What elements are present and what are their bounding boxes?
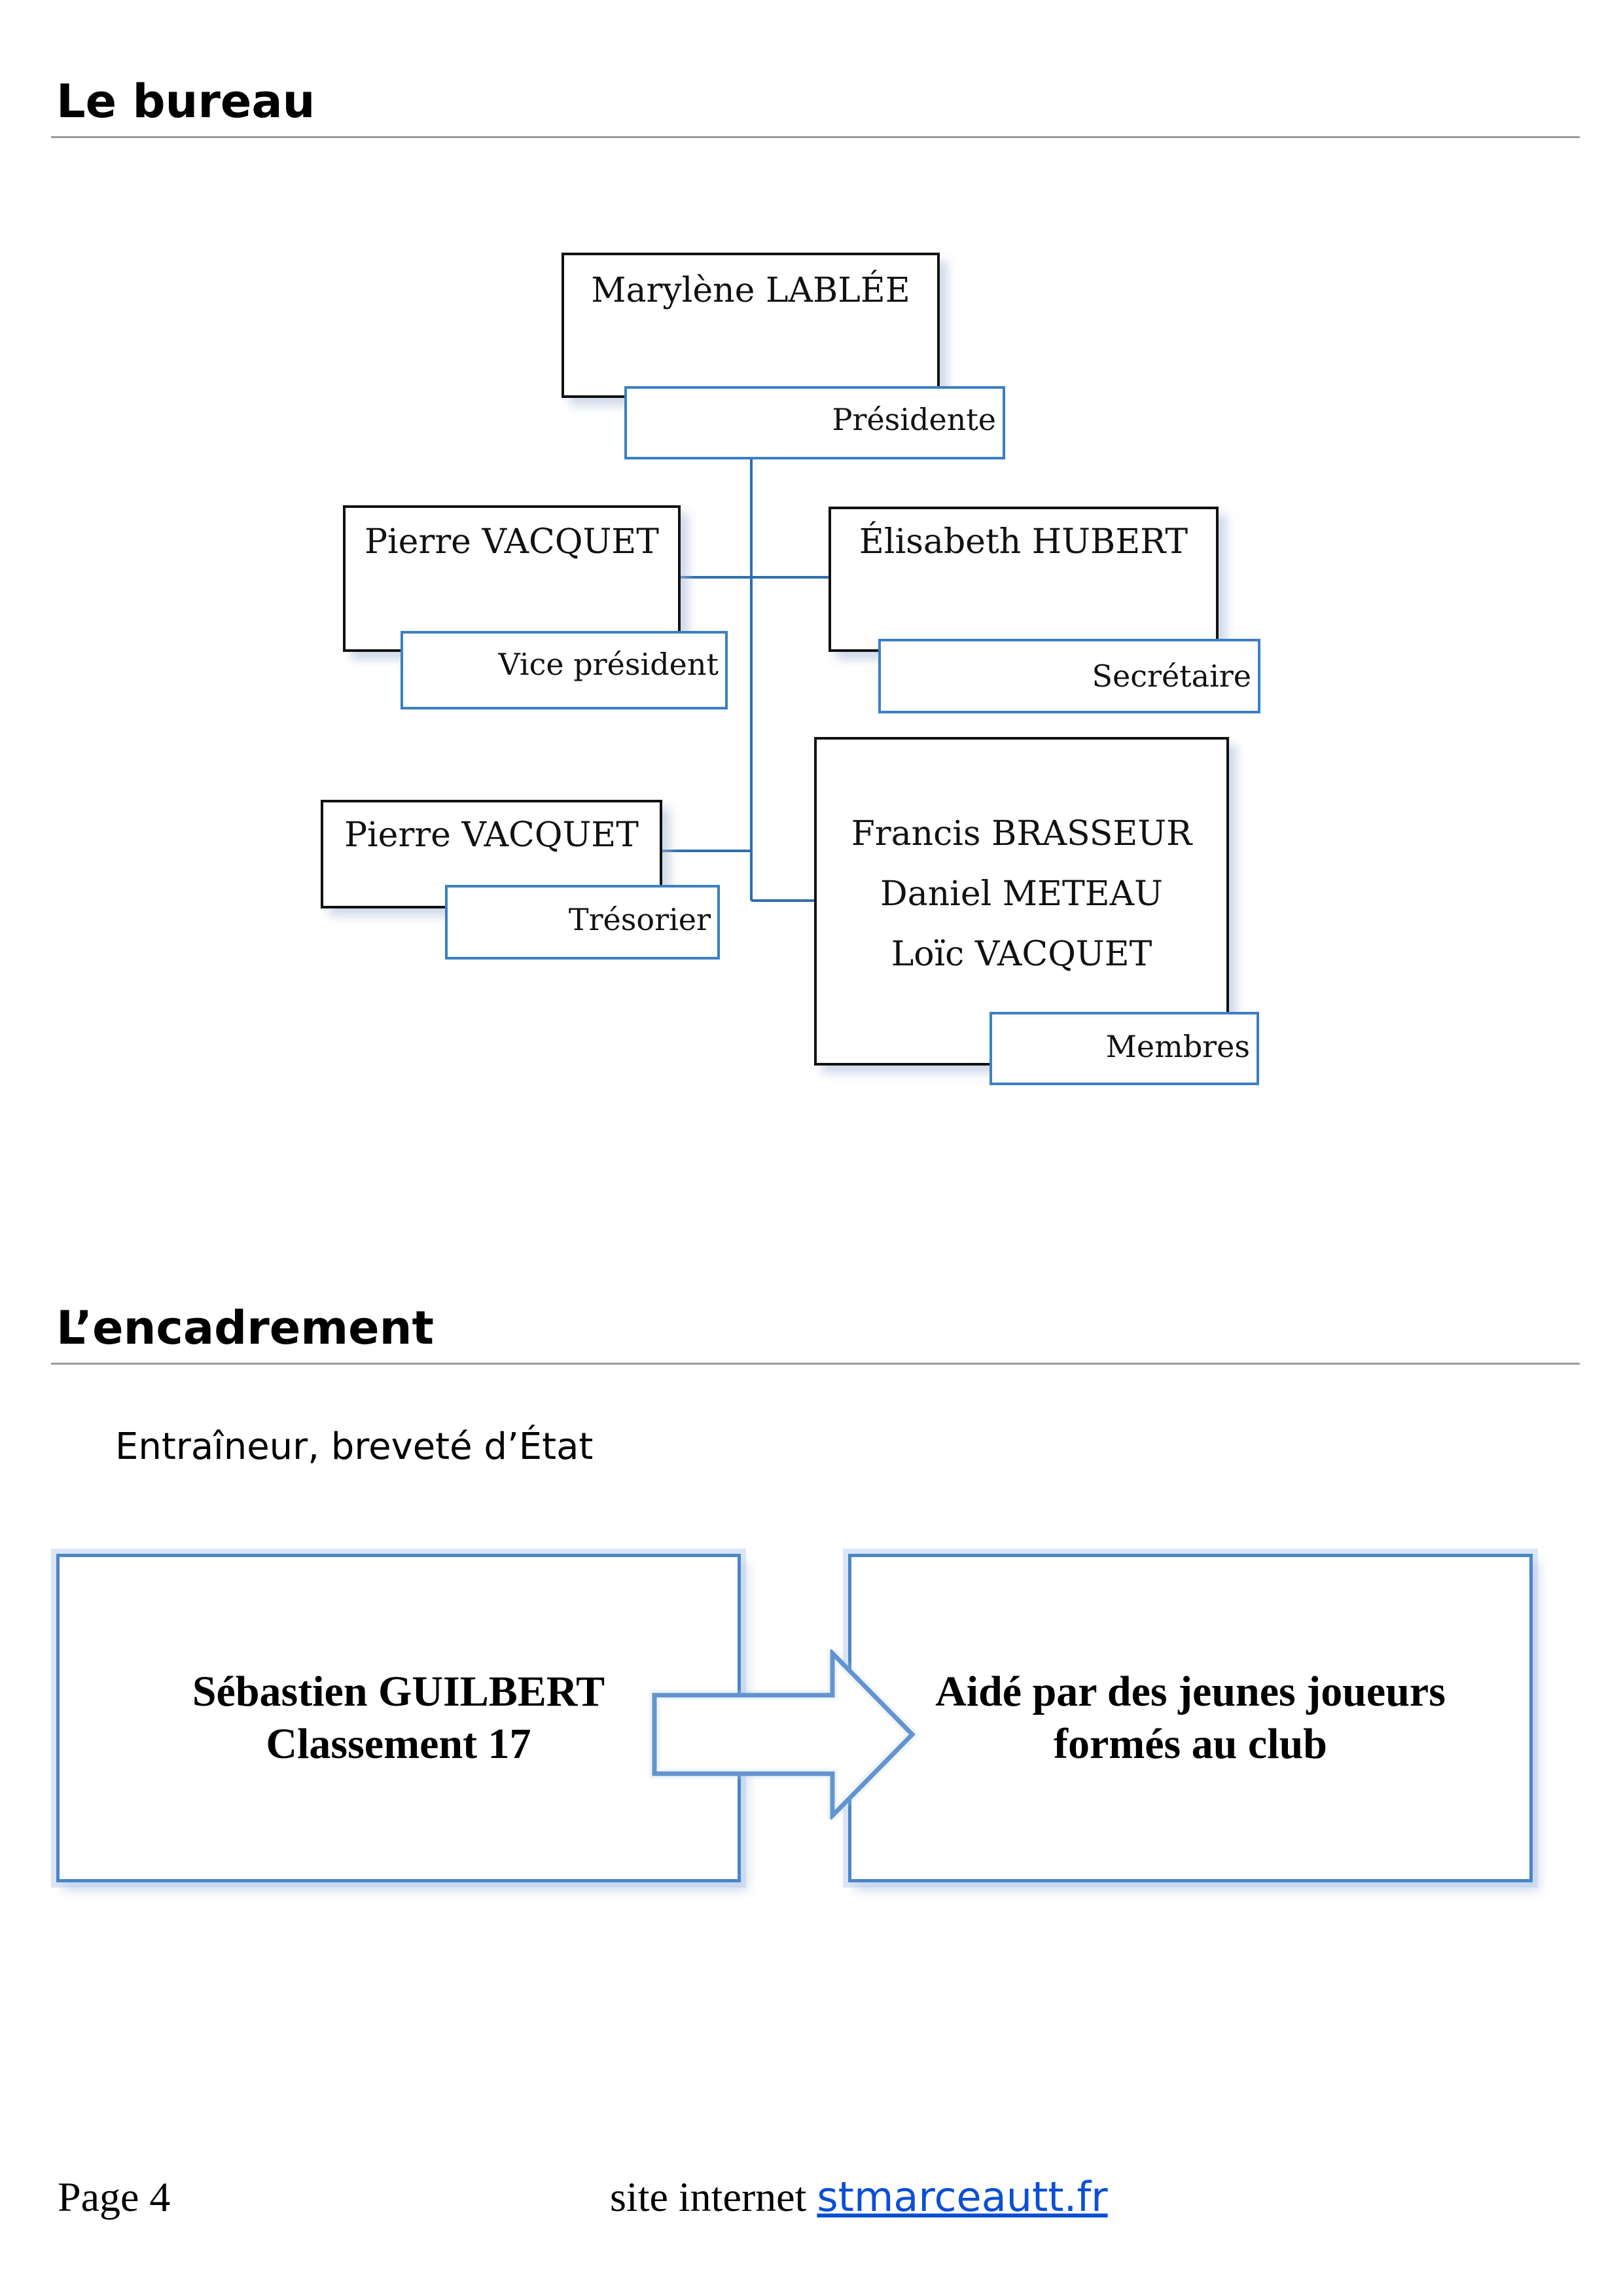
coach-rank: Classement 17 <box>266 1720 531 1768</box>
president-name: Marylène LABLÉE <box>591 271 910 310</box>
treasurer-name: Pierre VACQUET <box>344 816 639 855</box>
vice-president-box: Pierre VACQUET <box>343 505 681 652</box>
member-name: Loïc VACQUET <box>891 935 1152 974</box>
secretary-name: Élisabeth HUBERT <box>859 522 1188 562</box>
section-divider <box>51 1363 1580 1365</box>
helpers-box: Aidé par des jeunes joueurs formés au cl… <box>848 1554 1533 1882</box>
members-role: Membres <box>1105 1029 1250 1064</box>
members-box: Francis BRASSEUR Daniel METEAU Loïc VACQ… <box>814 737 1229 1066</box>
helpers-line-2: formés au club <box>1054 1720 1327 1768</box>
secretary-role: Secrétaire <box>1092 658 1251 694</box>
treasurer-role-box: Trésorier <box>445 885 720 960</box>
vice-president-name: Pierre VACQUET <box>365 522 659 562</box>
footer-site: site internet stmarceautt.fr <box>610 2173 1108 2221</box>
members-list: Francis BRASSEUR Daniel METEAU Loïc VACQ… <box>817 804 1226 984</box>
president-box: Marylène LABLÉE <box>562 253 940 398</box>
encadrement-subtitle: Entraîneur, breveté d’État <box>115 1426 594 1468</box>
member-name: Daniel METEAU <box>880 874 1163 914</box>
coach-name: Sébastien GUILBERT <box>192 1668 605 1715</box>
footer-site-prefix: site internet <box>610 2174 807 2220</box>
president-role: Présidente <box>832 402 996 437</box>
treasurer-role: Trésorier <box>568 902 711 937</box>
org-chart-connectors <box>662 393 831 902</box>
member-name: Francis BRASSEUR <box>851 814 1192 853</box>
website-link[interactable]: stmarceautt.fr <box>817 2173 1108 2221</box>
secretary-box: Élisabeth HUBERT <box>829 507 1219 652</box>
president-role-box: Présidente <box>624 386 1005 459</box>
vice-president-role-box: Vice président <box>401 631 728 709</box>
section-title-bureau: Le bureau <box>56 75 315 128</box>
coach-box: Sébastien GUILBERT Classement 17 <box>56 1554 741 1882</box>
section-title-encadrement: L’encadrement <box>56 1301 434 1355</box>
section-divider <box>51 136 1580 138</box>
helpers-line-1: Aidé par des jeunes joueurs <box>935 1668 1446 1715</box>
members-role-box: Membres <box>990 1012 1259 1085</box>
page-number: Page 4 <box>58 2174 171 2220</box>
arrow-right-icon <box>649 1649 920 1820</box>
secretary-role-box: Secrétaire <box>878 639 1260 713</box>
vice-president-role: Vice président <box>498 647 719 682</box>
